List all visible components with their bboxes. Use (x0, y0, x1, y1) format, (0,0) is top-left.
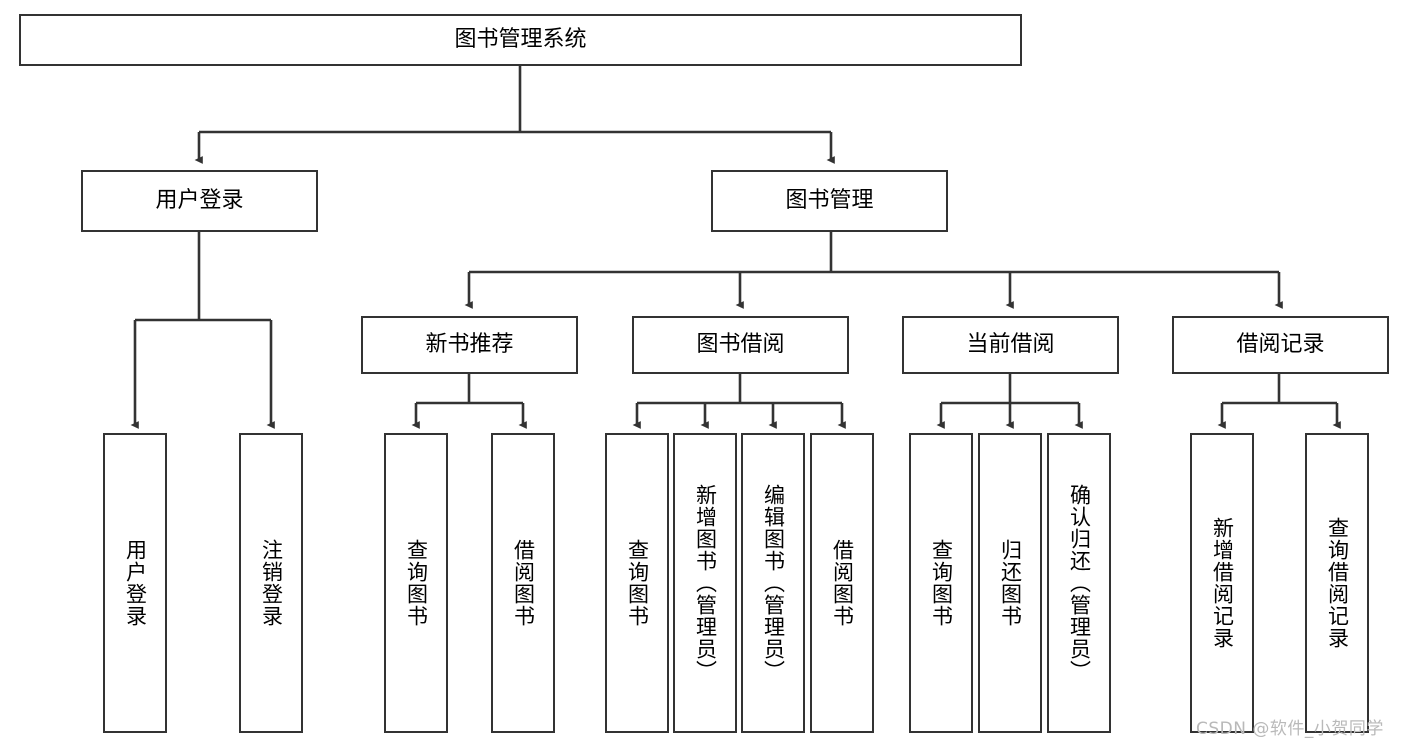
leaf-label: 归还图书 (998, 539, 1023, 627)
leaf-borrow-book-recommend[interactable]: 借阅图书 (491, 433, 555, 733)
node-borrow-record[interactable]: 借阅记录 (1172, 316, 1389, 374)
node-label: 新书推荐 (425, 332, 514, 358)
leaf-label: 新增借阅记录 (1210, 517, 1235, 649)
leaf-confirm-return-admin[interactable]: 确认归还（管理员） (1047, 433, 1111, 733)
leaf-add-borrow-record[interactable]: 新增借阅记录 (1190, 433, 1254, 733)
csdn-watermark: CSDN @软件_小贺同学 (1196, 719, 1384, 739)
leaf-label: 查询图书 (404, 539, 429, 627)
leaf-label: 查询图书 (625, 539, 650, 627)
leaf-add-book-admin[interactable]: 新增图书（管理员） (673, 433, 737, 733)
node-label: 借阅记录 (1236, 332, 1325, 358)
node-label: 图书管理系统 (454, 27, 587, 53)
leaf-label: 编辑图书（管理员） (761, 484, 786, 682)
leaf-label: 查询图书 (929, 539, 954, 627)
leaf-label: 查询借阅记录 (1325, 517, 1350, 649)
node-label: 用户登录 (155, 188, 244, 214)
node-book-manage[interactable]: 图书管理 (711, 170, 948, 232)
leaf-edit-book-admin[interactable]: 编辑图书（管理员） (741, 433, 805, 733)
leaf-query-book-recommend[interactable]: 查询图书 (384, 433, 448, 733)
leaf-label: 确认归还（管理员） (1067, 484, 1092, 682)
leaf-logout-login[interactable]: 注销登录 (239, 433, 303, 733)
leaf-label: 借阅图书 (511, 539, 536, 627)
leaf-query-borrow-record[interactable]: 查询借阅记录 (1305, 433, 1369, 733)
leaf-label: 用户登录 (123, 539, 148, 627)
node-label: 图书管理 (785, 188, 874, 214)
node-new-book-recommend[interactable]: 新书推荐 (361, 316, 578, 374)
node-book-borrow[interactable]: 图书借阅 (632, 316, 849, 374)
node-root-system[interactable]: 图书管理系统 (19, 14, 1022, 66)
leaf-borrow-book-borrow[interactable]: 借阅图书 (810, 433, 874, 733)
leaf-query-book-borrow[interactable]: 查询图书 (605, 433, 669, 733)
leaf-return-book[interactable]: 归还图书 (978, 433, 1042, 733)
leaf-label: 注销登录 (259, 539, 284, 627)
leaf-label: 新增图书（管理员） (693, 484, 718, 682)
node-label: 当前借阅 (966, 332, 1055, 358)
leaf-query-book-current[interactable]: 查询图书 (909, 433, 973, 733)
node-current-borrow[interactable]: 当前借阅 (902, 316, 1119, 374)
leaf-label: 借阅图书 (830, 539, 855, 627)
leaf-user-login[interactable]: 用户登录 (103, 433, 167, 733)
node-label: 图书借阅 (696, 332, 785, 358)
node-user-login[interactable]: 用户登录 (81, 170, 318, 232)
